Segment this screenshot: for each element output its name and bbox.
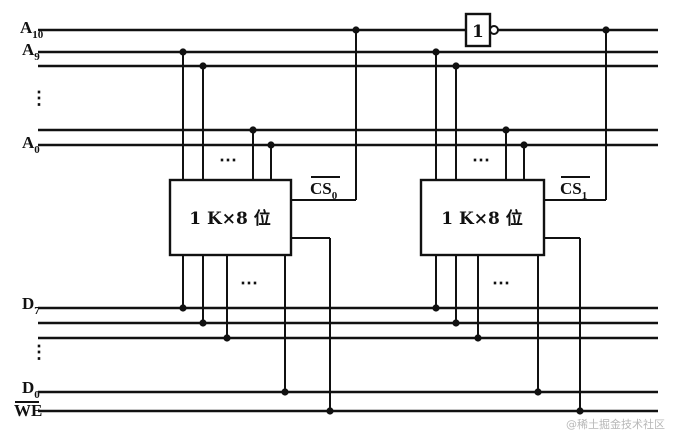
label-a9: A9 [22,40,40,63]
data-bus [38,306,658,413]
data-vertical-ellipsis: ⋮ [30,342,48,362]
label-d0: D0 [22,378,40,401]
watermark: @稀土掘金技术社区 [566,417,665,431]
inverter-gate: 1 [464,12,499,48]
address-bus [38,28,658,147]
inverter-label: 1 [472,22,484,42]
memory-chip-0-label: 1 K×8 位 [189,208,271,229]
address-vertical-ellipsis: ⋮ [30,88,48,108]
label-cs0: CS0 [310,179,338,202]
memory-chip-1-wiring [432,26,610,415]
inverter-body [464,12,492,48]
memory-chip-0 [168,178,293,257]
chip-0-data-ellipsis: ⋯ [240,273,258,293]
chip-1-data-ellipsis: ⋯ [492,273,510,293]
inverter-bubble [489,25,499,35]
chip-1-address-ellipsis: ⋯ [472,150,490,170]
label-cs1: CS1 [560,179,587,202]
memory-chip-1 [419,178,546,257]
label-a0: A0 [22,133,40,156]
chip-0-address-ellipsis: ⋯ [219,150,237,170]
memory-chip-0-wiring [179,26,360,415]
label-a10: A10 [20,18,44,41]
label-we: WE [14,401,42,420]
memory-chip-1-label: 1 K×8 位 [441,208,523,229]
label-d7: D7 [22,294,40,317]
